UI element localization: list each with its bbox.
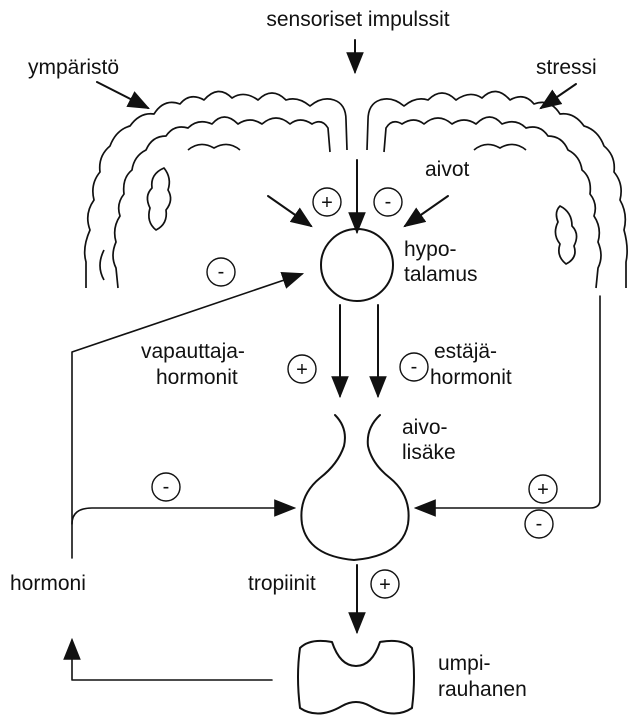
svg-text:+: + [296,359,308,381]
svg-text:-: - [385,191,392,213]
hormone-feedback-hypothalamus-arrow [72,274,302,558]
svg-text:+: + [537,479,549,501]
brain-to-pituitary-arrow [416,296,600,508]
svg-text:-: - [163,476,170,498]
label-stress: stressi [536,56,597,79]
environment-arrow [97,82,148,108]
label-releasing-line2: hormonit [156,366,238,389]
label-hypothalamus-line1: hypo- [404,238,457,261]
svg-text:+: + [379,574,391,596]
label-gland-line2: rauhanen [438,678,527,701]
sign-tropins-plus: + [371,570,399,598]
svg-text:-: - [536,513,543,535]
sign-brain-plus: + [313,188,341,216]
label-pituitary-line2: lisäke [402,441,456,464]
svg-text:+: + [321,192,333,214]
gland-to-hormone-line [72,640,272,680]
label-inhibiting-line1: estäjä- [434,340,497,363]
label-releasing-line1: vapauttaja- [141,340,245,363]
hypothalamus-circle [321,229,393,301]
label-hypothalamus-line2: talamus [404,263,478,286]
label-pituitary-line1: aivo- [402,416,448,439]
stress-arrow [541,84,576,108]
right-input-arrow [405,196,448,226]
label-brain: aivot [425,158,470,181]
label-tropins: tropiinit [248,572,316,595]
label-inhibiting-line2: hormonit [430,366,512,389]
sign-releasing-plus: + [288,355,316,383]
hormone-feedback-pituitary-arrow [72,508,294,524]
label-gland-line1: umpi- [438,652,491,675]
label-hormone: hormoni [10,572,86,595]
pituitary-shape [301,415,408,560]
sign-stress-minus: - [525,510,553,538]
svg-text:-: - [411,356,418,378]
svg-text:-: - [218,261,225,283]
sign-inhibiting-minus: - [400,353,428,381]
sign-brain-minus: - [374,188,402,216]
sign-stress-plus: + [529,475,557,503]
label-environment: ympäristö [28,56,119,79]
sign-left-minus: - [207,258,235,286]
left-input-arrow [268,196,311,226]
label-sensory-impulses: sensoriset impulssit [266,8,449,31]
sign-feedback-minus: - [152,473,180,501]
gland-shape [298,641,414,714]
